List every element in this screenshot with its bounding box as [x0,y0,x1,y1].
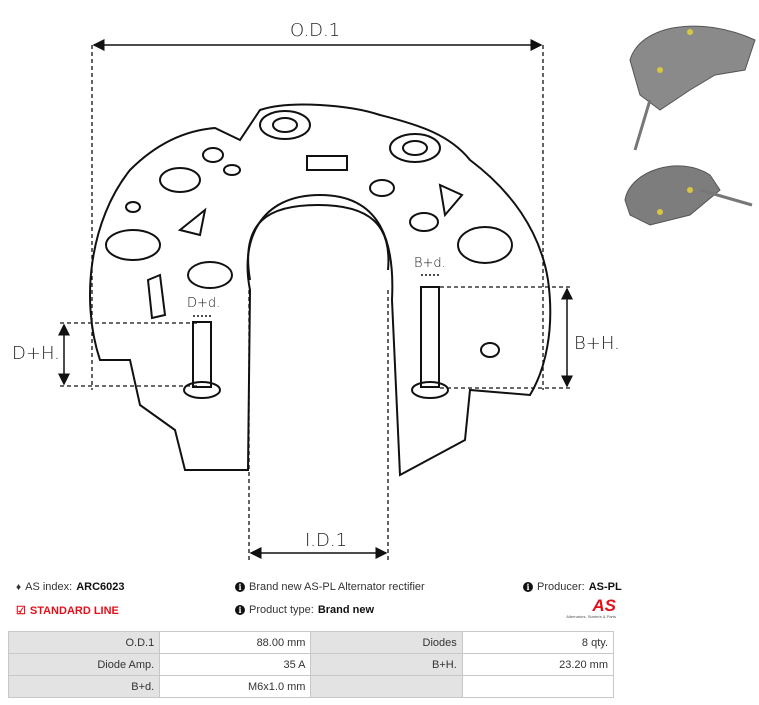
product-type: i Product type: Brand new [235,604,374,616]
standard-line-badge: ☑ STANDARD LINE [16,604,119,618]
checkbox-icon: ☑ [16,605,26,617]
as-index: ♦ AS index: ARC6023 [16,581,125,593]
spec-label [310,675,463,698]
dd-label: D+d. [187,296,221,311]
rectifier-outline [89,103,552,477]
product-photos [624,25,756,226]
description: i Brand new AS-PL Alternator rectifier [235,581,425,593]
table-row: B+d.M6x1.0 mm [7,675,615,698]
producer: i Producer: AS-PL [523,581,622,593]
spec-value: 23.20 mm [461,653,615,676]
dimension-guides [60,45,572,560]
info-icon: i [523,582,533,592]
spec-label: B+d. [7,675,161,698]
tags-icon: ♦ [16,581,22,593]
spec-value [461,675,615,698]
spec-label: B+H. [310,653,463,676]
bd-label: B+d. [414,256,446,271]
as-index-value: ARC6023 [76,581,125,593]
spec-value: M6x1.0 mm [159,675,312,698]
bh-label: B+H. [574,333,620,354]
info-icon: i [235,605,245,615]
od-label: O.D.1 [290,20,341,41]
rectifier-technical-drawing [58,25,756,560]
info-icon: i [235,582,245,592]
spec-value: 88.00 mm [159,631,312,654]
spec-value: 35 A [159,653,312,676]
dh-label: D+H. [12,343,60,364]
as-pl-logo: AS Alternators, Starters & Parts [566,596,616,619]
spec-label: Diodes [310,631,463,654]
spec-label: O.D.1 [7,631,161,654]
id-label: I.D.1 [305,530,348,551]
spec-label: Diode Amp. [7,653,161,676]
dimension-arrows [58,39,573,559]
spec-value: 8 qty. [461,631,615,654]
